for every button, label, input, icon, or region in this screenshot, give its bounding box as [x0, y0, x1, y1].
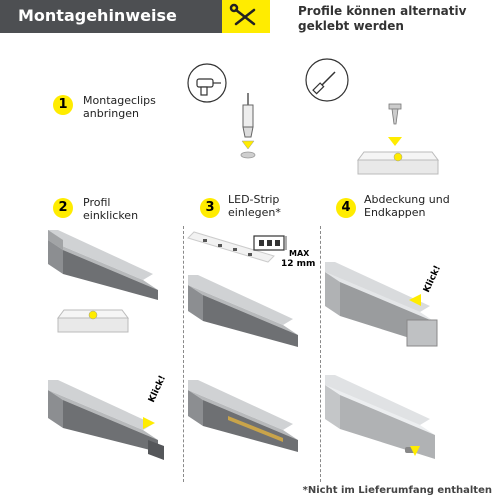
step-2-line2: einklicken	[83, 209, 139, 222]
title-bar	[0, 0, 245, 33]
step-3-line2: einlegen*	[228, 206, 281, 219]
footnote: *Nicht im Lieferumfang enthalten	[302, 485, 492, 496]
aluminium-profile-bottom-col3	[188, 380, 298, 452]
step-2-label: Profil einklicken	[83, 196, 138, 222]
led-strip-width-icon	[253, 235, 287, 251]
down-arrow-icon	[388, 137, 402, 146]
mounting-clip	[357, 151, 439, 175]
max-value: 12 mm	[281, 259, 316, 269]
step-1-line1: Montageclips	[83, 94, 156, 107]
step-1-line2: anbringen	[83, 107, 139, 120]
step-3-line1: LED-Strip	[228, 193, 280, 206]
screwdriver-icon	[305, 58, 349, 102]
column-divider-left	[183, 226, 184, 482]
klick-arrow-icon	[143, 417, 155, 429]
wrench-screwdriver-icon	[222, 0, 270, 33]
klick-arrow-icon-col4-bottom	[410, 446, 420, 456]
step-3-number: 3	[200, 198, 220, 218]
wall-plug-icon	[241, 93, 255, 150]
alt-mount-note: Profile können alternativ geklebt werden	[298, 4, 466, 34]
aluminium-profile-bottom-col2	[48, 380, 164, 460]
max-label: MAX	[289, 249, 310, 258]
alt-note-line1: Profile können alternativ	[298, 4, 467, 18]
column-divider-right	[320, 226, 321, 482]
aluminium-profile-top-col3	[188, 275, 298, 347]
screw-icon	[388, 103, 402, 125]
step-4-number: 4	[336, 198, 356, 218]
drill-icon	[187, 63, 227, 103]
klick-arrow-icon-col4	[409, 294, 421, 306]
hole-marker	[240, 151, 256, 159]
mounting-clip-col2	[57, 309, 129, 333]
step-4-label: Abdeckung und Endkappen	[364, 193, 450, 219]
step-3-label: LED-Strip einlegen*	[228, 193, 281, 219]
profile-with-cover-top	[325, 262, 438, 347]
profile-with-cover-bottom	[325, 375, 435, 459]
led-strip	[187, 231, 275, 263]
step-4-line1: Abdeckung und	[364, 193, 450, 206]
step-2-line1: Profil	[83, 196, 111, 209]
alt-note-line2: geklebt werden	[298, 19, 404, 33]
step-1-number: 1	[53, 95, 73, 115]
step-4-line2: Endkappen	[364, 206, 426, 219]
aluminium-profile-top-col2	[48, 230, 158, 300]
page-title: Montagehinweise	[18, 6, 177, 25]
step-2-number: 2	[53, 198, 73, 218]
step-1-label: Montageclips anbringen	[83, 94, 156, 120]
